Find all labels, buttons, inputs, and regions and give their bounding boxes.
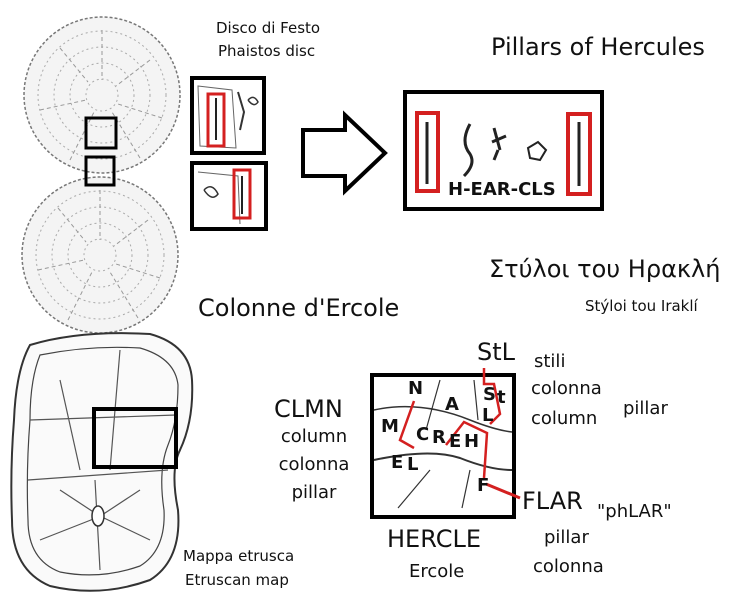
phaistos-disc-side-b <box>21 176 179 334</box>
zoom-letter-m: M <box>381 416 399 437</box>
stl-word-colonna: colonna <box>531 378 602 399</box>
disc-caption-en: Phaistos disc <box>218 42 316 60</box>
clmn-word-pillar: pillar <box>291 482 337 503</box>
map-selection-box <box>92 407 178 469</box>
map-caption-en: Etruscan map <box>185 571 289 589</box>
zoom-letter-f: F <box>477 475 490 496</box>
disc-zoom-panel-bottom <box>190 161 268 231</box>
disc-caption-it: Disco di Festo <box>216 19 321 37</box>
pillars-title-gr-translit: Stýloi tou Iraklí <box>585 297 698 315</box>
stl-word-pillar: pillar <box>623 398 668 419</box>
flar-word-pillar: pillar <box>544 527 589 548</box>
zoom-letter-l-top: L <box>482 405 494 426</box>
stl-word-column: column <box>531 408 598 429</box>
zoom-letter-n: N <box>408 378 424 399</box>
clmn-word-colonna: colonna <box>278 454 350 475</box>
label-hercle: HERCLE <box>387 525 481 553</box>
map-caption-it: Mappa etrusca <box>183 547 295 565</box>
stl-word-stili: stili <box>534 351 566 372</box>
label-phlar: "phLAR" <box>597 501 672 522</box>
pillars-glyph-label: H-EAR-CLS <box>448 179 556 200</box>
zoom-letter-t: t <box>497 387 506 408</box>
disc-zoom-panel-top <box>190 76 266 155</box>
zoom-letter-e-low: E <box>391 452 404 473</box>
zoom-letter-h: H <box>464 431 480 452</box>
zoom-letter-e: E <box>449 431 462 452</box>
zoom-letter-l-low: L <box>407 454 419 475</box>
etruscan-map <box>10 332 194 592</box>
label-ercole: Ercole <box>409 561 465 582</box>
pillars-glyph-panel <box>403 90 604 211</box>
pillars-title-it: Colonne d'Ercole <box>198 294 400 322</box>
label-flar: FLAR <box>522 487 583 515</box>
pillars-title-en: Pillars of Hercules <box>491 33 705 61</box>
disc-selection-box-b <box>84 155 116 187</box>
liver-zoom-panel <box>370 368 521 519</box>
phaistos-disc-side-a <box>23 16 181 174</box>
zoom-letter-r: R <box>432 427 446 448</box>
label-stl: StL <box>477 338 516 366</box>
clmn-word-column: column <box>280 426 348 447</box>
label-clmn: CLMN <box>274 395 343 423</box>
right-arrow-icon <box>301 110 388 196</box>
pillars-title-gr: Στύλοι του Ηρακλή <box>489 255 721 283</box>
disc-selection-box-a <box>84 116 118 150</box>
zoom-letter-a: A <box>445 394 459 415</box>
flar-word-colonna: colonna <box>533 556 604 577</box>
zoom-letter-c: C <box>416 424 430 445</box>
zoom-letter-s: S <box>483 384 496 405</box>
